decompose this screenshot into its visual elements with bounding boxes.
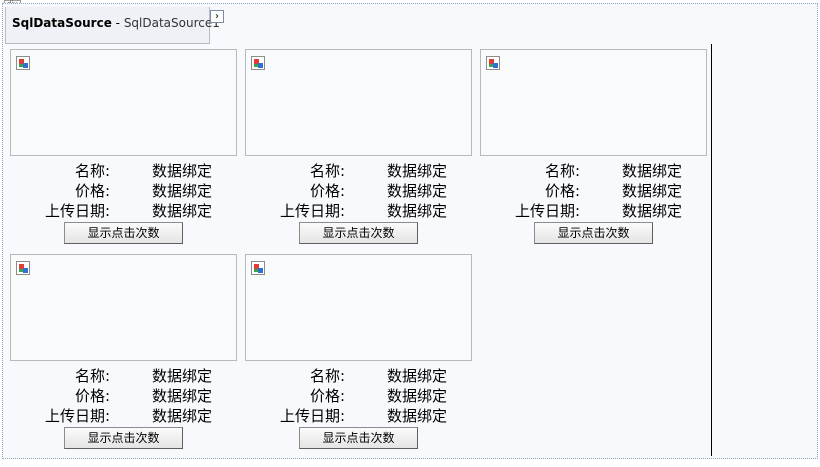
price-row: 价格: 数据绑定 — [10, 386, 246, 406]
price-value: 数据绑定 — [387, 387, 448, 405]
broken-image-icon — [16, 56, 30, 70]
upload-date-label: 上传日期: — [279, 202, 345, 220]
show-click-count-button[interactable]: 显示点击次数 — [64, 427, 183, 449]
price-value: 数据绑定 — [387, 182, 448, 200]
date-row: 上传日期: 数据绑定 — [10, 406, 246, 426]
control-type-label: SqlDataSource — [12, 16, 112, 30]
upload-date-value: 数据绑定 — [387, 202, 448, 220]
name-row: 名称: 数据绑定 — [10, 366, 246, 386]
price-row: 价格: 数据绑定 — [245, 386, 481, 406]
date-row: 上传日期: 数据绑定 — [245, 201, 481, 221]
datalist-item: 名称: 数据绑定 价格: 数据绑定 上传日期: 数据绑定 显示点击次数 — [245, 254, 481, 449]
price-label: 价格: — [74, 387, 110, 405]
name-value: 数据绑定 — [387, 162, 448, 180]
price-row: 价格: 数据绑定 — [245, 181, 481, 201]
datalist-item: 名称: 数据绑定 价格: 数据绑定 上传日期: 数据绑定 显示点击次数 — [10, 49, 246, 244]
upload-date-label: 上传日期: — [44, 407, 110, 425]
name-label: 名称: — [309, 162, 345, 180]
date-row: 上传日期: 数据绑定 — [245, 406, 481, 426]
name-label: 名称: — [544, 162, 580, 180]
column-divider — [711, 44, 712, 456]
control-separator: - — [111, 16, 124, 30]
product-image[interactable] — [245, 254, 472, 361]
name-value: 数据绑定 — [152, 367, 213, 385]
name-label: 名称: — [74, 162, 110, 180]
price-row: 价格: 数据绑定 — [10, 181, 246, 201]
upload-date-value: 数据绑定 — [152, 407, 213, 425]
name-value: 数据绑定 — [387, 367, 448, 385]
name-label: 名称: — [309, 367, 345, 385]
datalist-item: 名称: 数据绑定 价格: 数据绑定 上传日期: 数据绑定 显示点击次数 — [480, 49, 716, 244]
show-click-count-button[interactable]: 显示点击次数 — [534, 222, 653, 244]
price-label: 价格: — [309, 182, 345, 200]
name-value: 数据绑定 — [152, 162, 213, 180]
broken-image-icon — [251, 56, 265, 70]
control-id-label: SqlDataSource1 — [123, 16, 220, 30]
name-label: 名称: — [74, 367, 110, 385]
name-row: 名称: 数据绑定 — [10, 161, 246, 181]
price-value: 数据绑定 — [152, 387, 213, 405]
price-row: 价格: 数据绑定 — [480, 181, 716, 201]
show-click-count-button[interactable]: 显示点击次数 — [299, 222, 418, 244]
date-row: 上传日期: 数据绑定 — [10, 201, 246, 221]
upload-date-label: 上传日期: — [279, 407, 345, 425]
smart-tag-arrow-button[interactable]: › — [210, 10, 224, 23]
product-image[interactable] — [480, 49, 707, 156]
price-value: 数据绑定 — [152, 182, 213, 200]
price-label: 价格: — [544, 182, 580, 200]
upload-date-label: 上传日期: — [44, 202, 110, 220]
datalist-item: 名称: 数据绑定 价格: 数据绑定 上传日期: 数据绑定 显示点击次数 — [10, 254, 246, 449]
broken-image-icon — [251, 261, 265, 275]
price-label: 价格: — [309, 387, 345, 405]
upload-date-value: 数据绑定 — [387, 407, 448, 425]
upload-date-value: 数据绑定 — [622, 202, 683, 220]
datalist-item: 名称: 数据绑定 价格: 数据绑定 上传日期: 数据绑定 显示点击次数 — [245, 49, 481, 244]
show-click-count-button[interactable]: 显示点击次数 — [299, 427, 418, 449]
upload-date-label: 上传日期: — [514, 202, 580, 220]
date-row: 上传日期: 数据绑定 — [480, 201, 716, 221]
product-image[interactable] — [10, 254, 237, 361]
sqldatasource-control[interactable]: SqlDataSource - SqlDataSource1 — [5, 7, 220, 44]
show-click-count-button[interactable]: 显示点击次数 — [64, 222, 183, 244]
name-row: 名称: 数据绑定 — [480, 161, 716, 181]
broken-image-icon — [486, 56, 500, 70]
product-image[interactable] — [10, 49, 237, 156]
name-value: 数据绑定 — [622, 162, 683, 180]
name-row: 名称: 数据绑定 — [245, 366, 481, 386]
price-value: 数据绑定 — [622, 182, 683, 200]
name-row: 名称: 数据绑定 — [245, 161, 481, 181]
broken-image-icon — [16, 261, 30, 275]
product-image[interactable] — [245, 49, 472, 156]
price-label: 价格: — [74, 182, 110, 200]
upload-date-value: 数据绑定 — [152, 202, 213, 220]
